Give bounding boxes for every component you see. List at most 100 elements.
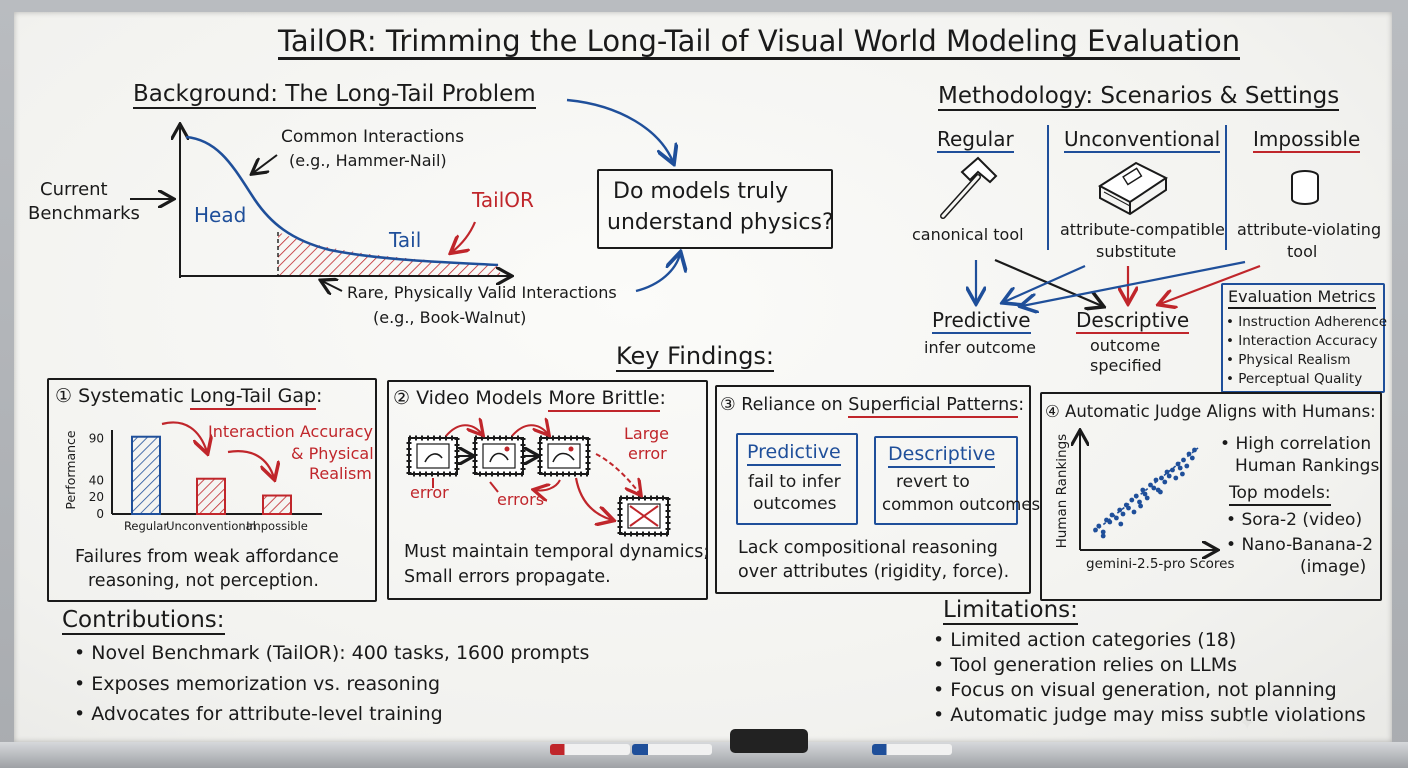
finding-3-descriptive-line-2: common outcomes (882, 495, 1041, 514)
finding-2-text-2: Small errors propagate. (404, 567, 611, 587)
hammer-icon (940, 156, 998, 219)
finding-3-title-pre: Reliance on (741, 395, 849, 415)
scatter-point (1140, 487, 1146, 493)
scatter-point (1184, 463, 1190, 469)
scenario-impossible-name: Impossible (1253, 127, 1361, 153)
scenario-impossible-desc-2: tool (1287, 242, 1318, 261)
finding-4-scatter (1080, 432, 1216, 550)
finding-4-number: ④ (1045, 402, 1060, 421)
film-frame (472, 435, 526, 477)
scatter-point (1114, 515, 1119, 521)
finding-3-descriptive-box (874, 436, 1018, 525)
scatter-point (1192, 447, 1197, 453)
finding-2-large-label-2: error (628, 444, 667, 463)
finding-1-note-2: & Physical (291, 444, 374, 463)
tailor-label: TailOR (472, 188, 534, 212)
scatter-point (1107, 519, 1113, 525)
board-logo: ✦ (1238, 711, 1256, 736)
finding-3-descriptive-title: Descriptive (888, 444, 996, 468)
scatter-point (1117, 507, 1123, 513)
scatter-point (1158, 489, 1163, 495)
scatter-point (1100, 533, 1106, 539)
scatter-point (1093, 527, 1098, 533)
finding-3-title-post: : (1018, 395, 1025, 415)
finding-1-note-1: Interaction Accuracy (208, 422, 373, 441)
methodology-arrows (976, 258, 1261, 306)
bar-impossible (262, 494, 292, 515)
contributions-heading: Contributions: (62, 608, 225, 636)
scatter-point (1177, 465, 1183, 471)
finding-3-predictive-line-1: fail to infer (748, 472, 841, 492)
film-frame (406, 435, 460, 477)
film-frame (537, 435, 591, 477)
finding-4-title: ④ Automatic Judge Aligns with Humans: (1045, 403, 1376, 420)
finding-2-title-underlined: More Brittle (548, 387, 660, 412)
y-tick-label: 20 (89, 490, 104, 504)
scatter-point (1159, 475, 1164, 481)
blue-marker-2[interactable] (872, 744, 952, 755)
eraser[interactable] (730, 729, 808, 753)
methodology-heading: Methodology: Scenarios & Settings (938, 84, 1340, 112)
finding-3-predictive-box (736, 433, 858, 525)
metric-item: Physical Realism (1226, 353, 1350, 367)
book-icon (1098, 161, 1168, 216)
finding-1-title: ① Systematic Long-Tail Gap: (55, 385, 322, 410)
setting-predictive-name: Predictive (932, 308, 1031, 334)
common-interactions-example: (e.g., Hammer-Nail) (289, 151, 447, 170)
limitation-item: Focus on visual generation, not planning (933, 680, 1336, 701)
finding-2-box (387, 380, 708, 600)
finding-3-predictive-title: Predictive (747, 442, 841, 466)
finding-3-number: ③ (720, 395, 736, 415)
scatter-point (1181, 457, 1186, 463)
scatter-point (1189, 455, 1195, 461)
scatter-point (1129, 497, 1135, 503)
evaluation-metrics-title: Evaluation Metrics (1228, 288, 1376, 309)
scatter-point (1096, 523, 1102, 529)
current-benchmarks-label-2: Benchmarks (28, 203, 140, 224)
whiteboard-surface (14, 12, 1392, 742)
scatter-point (1170, 467, 1175, 473)
scatter-point (1166, 473, 1172, 479)
bar-regular (131, 435, 161, 515)
finding-4-model-1: Sora-2 (video) (1226, 511, 1362, 530)
finding-2-title-pre: Video Models (416, 387, 549, 409)
page-title: TailOR: Trimming the Long-Tail of Visual… (278, 26, 1241, 61)
finding-4-correlation-2: Human Rankings (1235, 456, 1380, 476)
limitation-item: Automatic judge may miss subtle violatio… (933, 705, 1366, 726)
scatter-point (1120, 511, 1126, 517)
scatter-point (1151, 485, 1157, 491)
scenario-unconventional-desc-2: substitute (1096, 242, 1177, 261)
setting-descriptive-desc-1: outcome (1090, 336, 1161, 355)
category-label: Regular (124, 519, 168, 533)
scatter-point (1186, 451, 1192, 457)
finding-3-text-1: Lack compositional reasoning (738, 538, 998, 558)
setting-descriptive-desc-2: specified (1090, 356, 1162, 375)
scatter-point (1138, 503, 1143, 509)
scenario-unconventional-desc-1: attribute-compatible (1060, 220, 1225, 239)
scatter-point (1175, 461, 1181, 467)
film-frame-broken (617, 495, 671, 537)
finding-2-title-post: : (659, 387, 666, 409)
scatter-point (1162, 479, 1168, 485)
finding-1-title-pre: Systematic (78, 385, 190, 407)
limitation-item: Limited action categories (18) (933, 630, 1236, 651)
scatter-point (1164, 469, 1170, 475)
red-marker[interactable] (550, 744, 630, 755)
scatter-point (1153, 477, 1159, 483)
finding-4-correlation-1: High correlation (1220, 435, 1371, 454)
contribution-item: Advocates for attribute-level training (74, 704, 442, 725)
category-label: Unconventional (166, 519, 256, 533)
scenario-impossible-desc-1: attribute-violating (1237, 220, 1382, 239)
scatter-point (1133, 493, 1139, 499)
scenario-unconventional-name: Unconventional (1064, 127, 1221, 153)
limitation-item: Tool generation relies on LLMs (933, 655, 1237, 676)
finding-2-large-label-1: Large (624, 424, 670, 443)
finding-3-descriptive-line-1: revert to (896, 472, 970, 492)
blue-marker[interactable] (632, 744, 712, 755)
finding-3-title-underlined: Superficial Patterns (848, 395, 1019, 418)
y-tick-label: 40 (89, 473, 104, 487)
finding-2-number: ② (393, 387, 411, 409)
head-label: Head (194, 203, 247, 227)
limitations-heading: Limitations: (943, 598, 1078, 626)
